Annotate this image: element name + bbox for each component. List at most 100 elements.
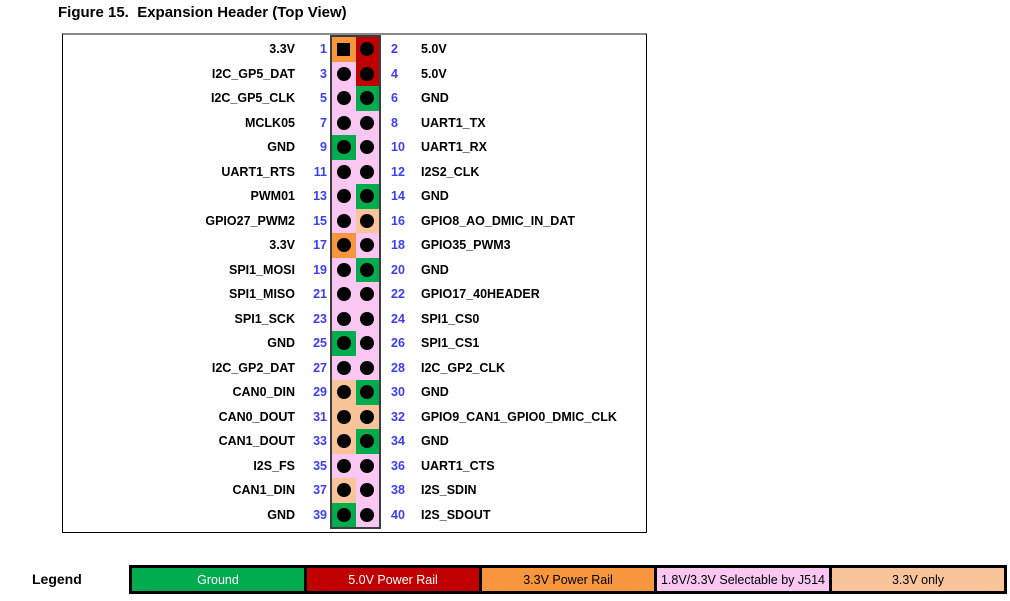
pin-label-left: UART1_RTS: [221, 164, 295, 179]
pin-number-right: 4: [391, 66, 398, 81]
pin-label-right: UART1_TX: [421, 115, 486, 130]
pin-cell-17: [332, 233, 356, 258]
pin-hole-icon: [360, 483, 375, 498]
pin-hole-icon: [336, 311, 351, 326]
pin-cell-11: [332, 159, 356, 184]
pin-cell-13: [332, 184, 356, 209]
pin-hole-icon: [336, 140, 351, 155]
pin-number-right: 22: [391, 287, 405, 302]
pin-hole-icon: [336, 262, 351, 277]
pin-label-left: I2S_FS: [253, 458, 295, 473]
pin-cell-34: [355, 429, 379, 454]
pin-number-right: 28: [391, 360, 405, 375]
pin-hole-icon: [336, 164, 351, 179]
pin-number-left: 29: [313, 385, 327, 400]
pin-number-left: 33: [313, 434, 327, 449]
pin-cell-10: [355, 135, 379, 160]
pin-label-left: I2C_GP2_DAT: [211, 360, 295, 375]
pin-cell-20: [355, 257, 379, 282]
pin-hole-icon: [360, 66, 375, 81]
pin-row: UART1_RTS 11 12 I2S2_CLK: [62, 159, 647, 184]
pin-hole-icon: [336, 287, 351, 302]
pin-cell-3: [332, 61, 356, 86]
pin-label-left: I2C_GP5_DAT: [211, 66, 295, 81]
pin-label-left: 3.3V: [269, 42, 295, 57]
pin-hole-icon: [336, 115, 351, 130]
pin-label-left: CAN0_DIN: [232, 385, 295, 400]
legend-item-ground: Ground: [132, 568, 304, 591]
pin-cell-14: [355, 184, 379, 209]
pin-cell-18: [355, 233, 379, 258]
pin-number-right: 2: [391, 42, 398, 57]
legend-item-rail_3v3: 3.3V Power Rail: [479, 568, 654, 591]
pin-hole-icon: [336, 483, 351, 498]
pin-cell-23: [332, 306, 356, 331]
pin-cell-37: [332, 478, 356, 503]
pin-cell-1: [332, 37, 356, 62]
pin-number-left: 13: [313, 189, 327, 204]
pin-number-left: 39: [313, 507, 327, 522]
pin1-square-marker: [337, 42, 351, 56]
pin-number-right: 30: [391, 385, 405, 400]
pin-number-left: 27: [313, 360, 327, 375]
pin-number-left: 5: [320, 91, 327, 106]
pin-number-right: 16: [391, 213, 405, 228]
pin-hole-icon: [360, 311, 375, 326]
pin-cell-35: [332, 453, 356, 478]
pin-label-right: 5.0V: [421, 66, 447, 81]
pin-cell-30: [355, 380, 379, 405]
pin-number-right: 18: [391, 238, 405, 253]
pin-hole-icon: [360, 262, 375, 277]
pin-hole-icon: [360, 213, 375, 228]
pin-label-left: CAN1_DOUT: [218, 434, 295, 449]
pin-hole-icon: [360, 385, 375, 400]
pin-row: CAN0_DIN 29 30 GND: [62, 380, 647, 405]
pin-number-right: 14: [391, 189, 405, 204]
pin-number-left: 19: [313, 262, 327, 277]
pin-number-left: 1: [320, 42, 327, 57]
pin-label-right: GND: [421, 91, 449, 106]
pin-cell-12: [355, 159, 379, 184]
pin-cell-38: [355, 478, 379, 503]
pin-number-left: 31: [313, 409, 327, 424]
pin-cell-36: [355, 453, 379, 478]
pin-label-left: PWM01: [250, 189, 295, 204]
pin-label-right: I2C_GP2_CLK: [421, 360, 506, 375]
pin-hole-icon: [360, 115, 375, 130]
pin-row: I2C_GP2_DAT 27 28 I2C_GP2_CLK: [62, 355, 647, 380]
pin-hole-icon: [360, 360, 375, 375]
pin-cell-32: [355, 404, 379, 429]
pin-label-right: GND: [421, 385, 449, 400]
pin-number-right: 32: [391, 409, 405, 424]
pin-hole-icon: [336, 507, 351, 522]
pin-number-right: 12: [391, 164, 405, 179]
pin-cell-31: [332, 404, 356, 429]
pin-label-right: I2S2_CLK: [421, 164, 480, 179]
pin-label-right: UART1_CTS: [421, 458, 495, 473]
pin-cell-28: [355, 355, 379, 380]
pin-number-left: 11: [313, 164, 327, 179]
pin-label-left: MCLK05: [244, 115, 295, 130]
pin-cell-27: [332, 355, 356, 380]
pin-hole-icon: [336, 213, 351, 228]
figure-title: Figure 15. Expansion Header (Top View): [58, 4, 347, 21]
pin-label-right: SPI1_CS1: [421, 336, 480, 351]
pin-label-right: UART1_RX: [421, 140, 487, 155]
pin-cell-2: [355, 37, 379, 62]
pin-label-left: 3.3V: [269, 238, 295, 253]
pin-hole-icon: [360, 287, 375, 302]
pin-hole-icon: [360, 507, 375, 522]
pin-hole-icon: [336, 238, 351, 253]
pin-label-left: CAN1_DIN: [232, 483, 295, 498]
pin-label-left: I2C_GP5_CLK: [210, 91, 295, 106]
